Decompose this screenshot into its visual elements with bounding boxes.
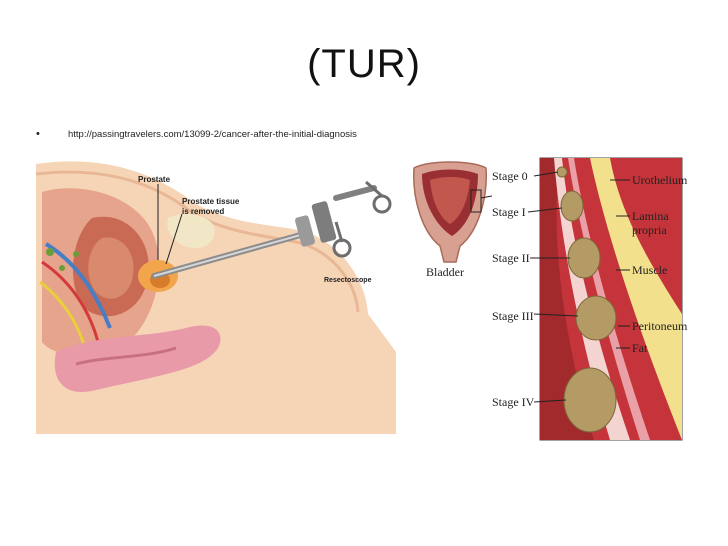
fat-label: Fat [632, 341, 648, 355]
stage-4-label: Stage IV [492, 395, 535, 409]
source-bullet: • http://passingtravelers.com/13099-2/ca… [36, 128, 357, 140]
tumor-stage-0 [556, 166, 568, 178]
propria-label: propria [632, 223, 667, 237]
muscle-label: Muscle [632, 263, 667, 277]
stage-1-label: Stage I [492, 205, 526, 219]
tissue-removed-label-line1: Prostate tissue [182, 197, 240, 206]
lamina-label: Lamina [632, 209, 669, 223]
resectoscope-label: Resectoscope [324, 277, 372, 284]
tumor-stage-1 [560, 190, 584, 222]
bullet-marker: • [36, 128, 40, 140]
tumor-stage-2 [567, 237, 601, 279]
bladder-illustration: Bladder [408, 158, 492, 282]
anatomy-illustration: Prostate Prostate tissue is removed Rese… [36, 152, 406, 434]
bladder-label: Bladder [426, 265, 464, 279]
resectoscope-tool [151, 180, 392, 279]
urothelium-label: Urothelium [632, 173, 688, 187]
prostate-label: Prostate [138, 175, 171, 184]
staging-diagram: Stage 0 Stage I Stage II Stage III Stage… [490, 154, 694, 444]
slide-title: (TUR) [307, 42, 421, 86]
source-link[interactable]: http://passingtravelers.com/13099-2/canc… [68, 128, 357, 140]
stage-3-label: Stage III [492, 309, 534, 323]
tumor-stage-4 [563, 367, 617, 433]
tumor-stage-3 [575, 295, 617, 341]
tissue-removed-label-line2: is removed [182, 207, 224, 216]
stage-0-label: Stage 0 [492, 169, 528, 183]
peritoneum-label: Peritoneum [632, 319, 688, 333]
stage-2-label: Stage II [492, 251, 530, 265]
